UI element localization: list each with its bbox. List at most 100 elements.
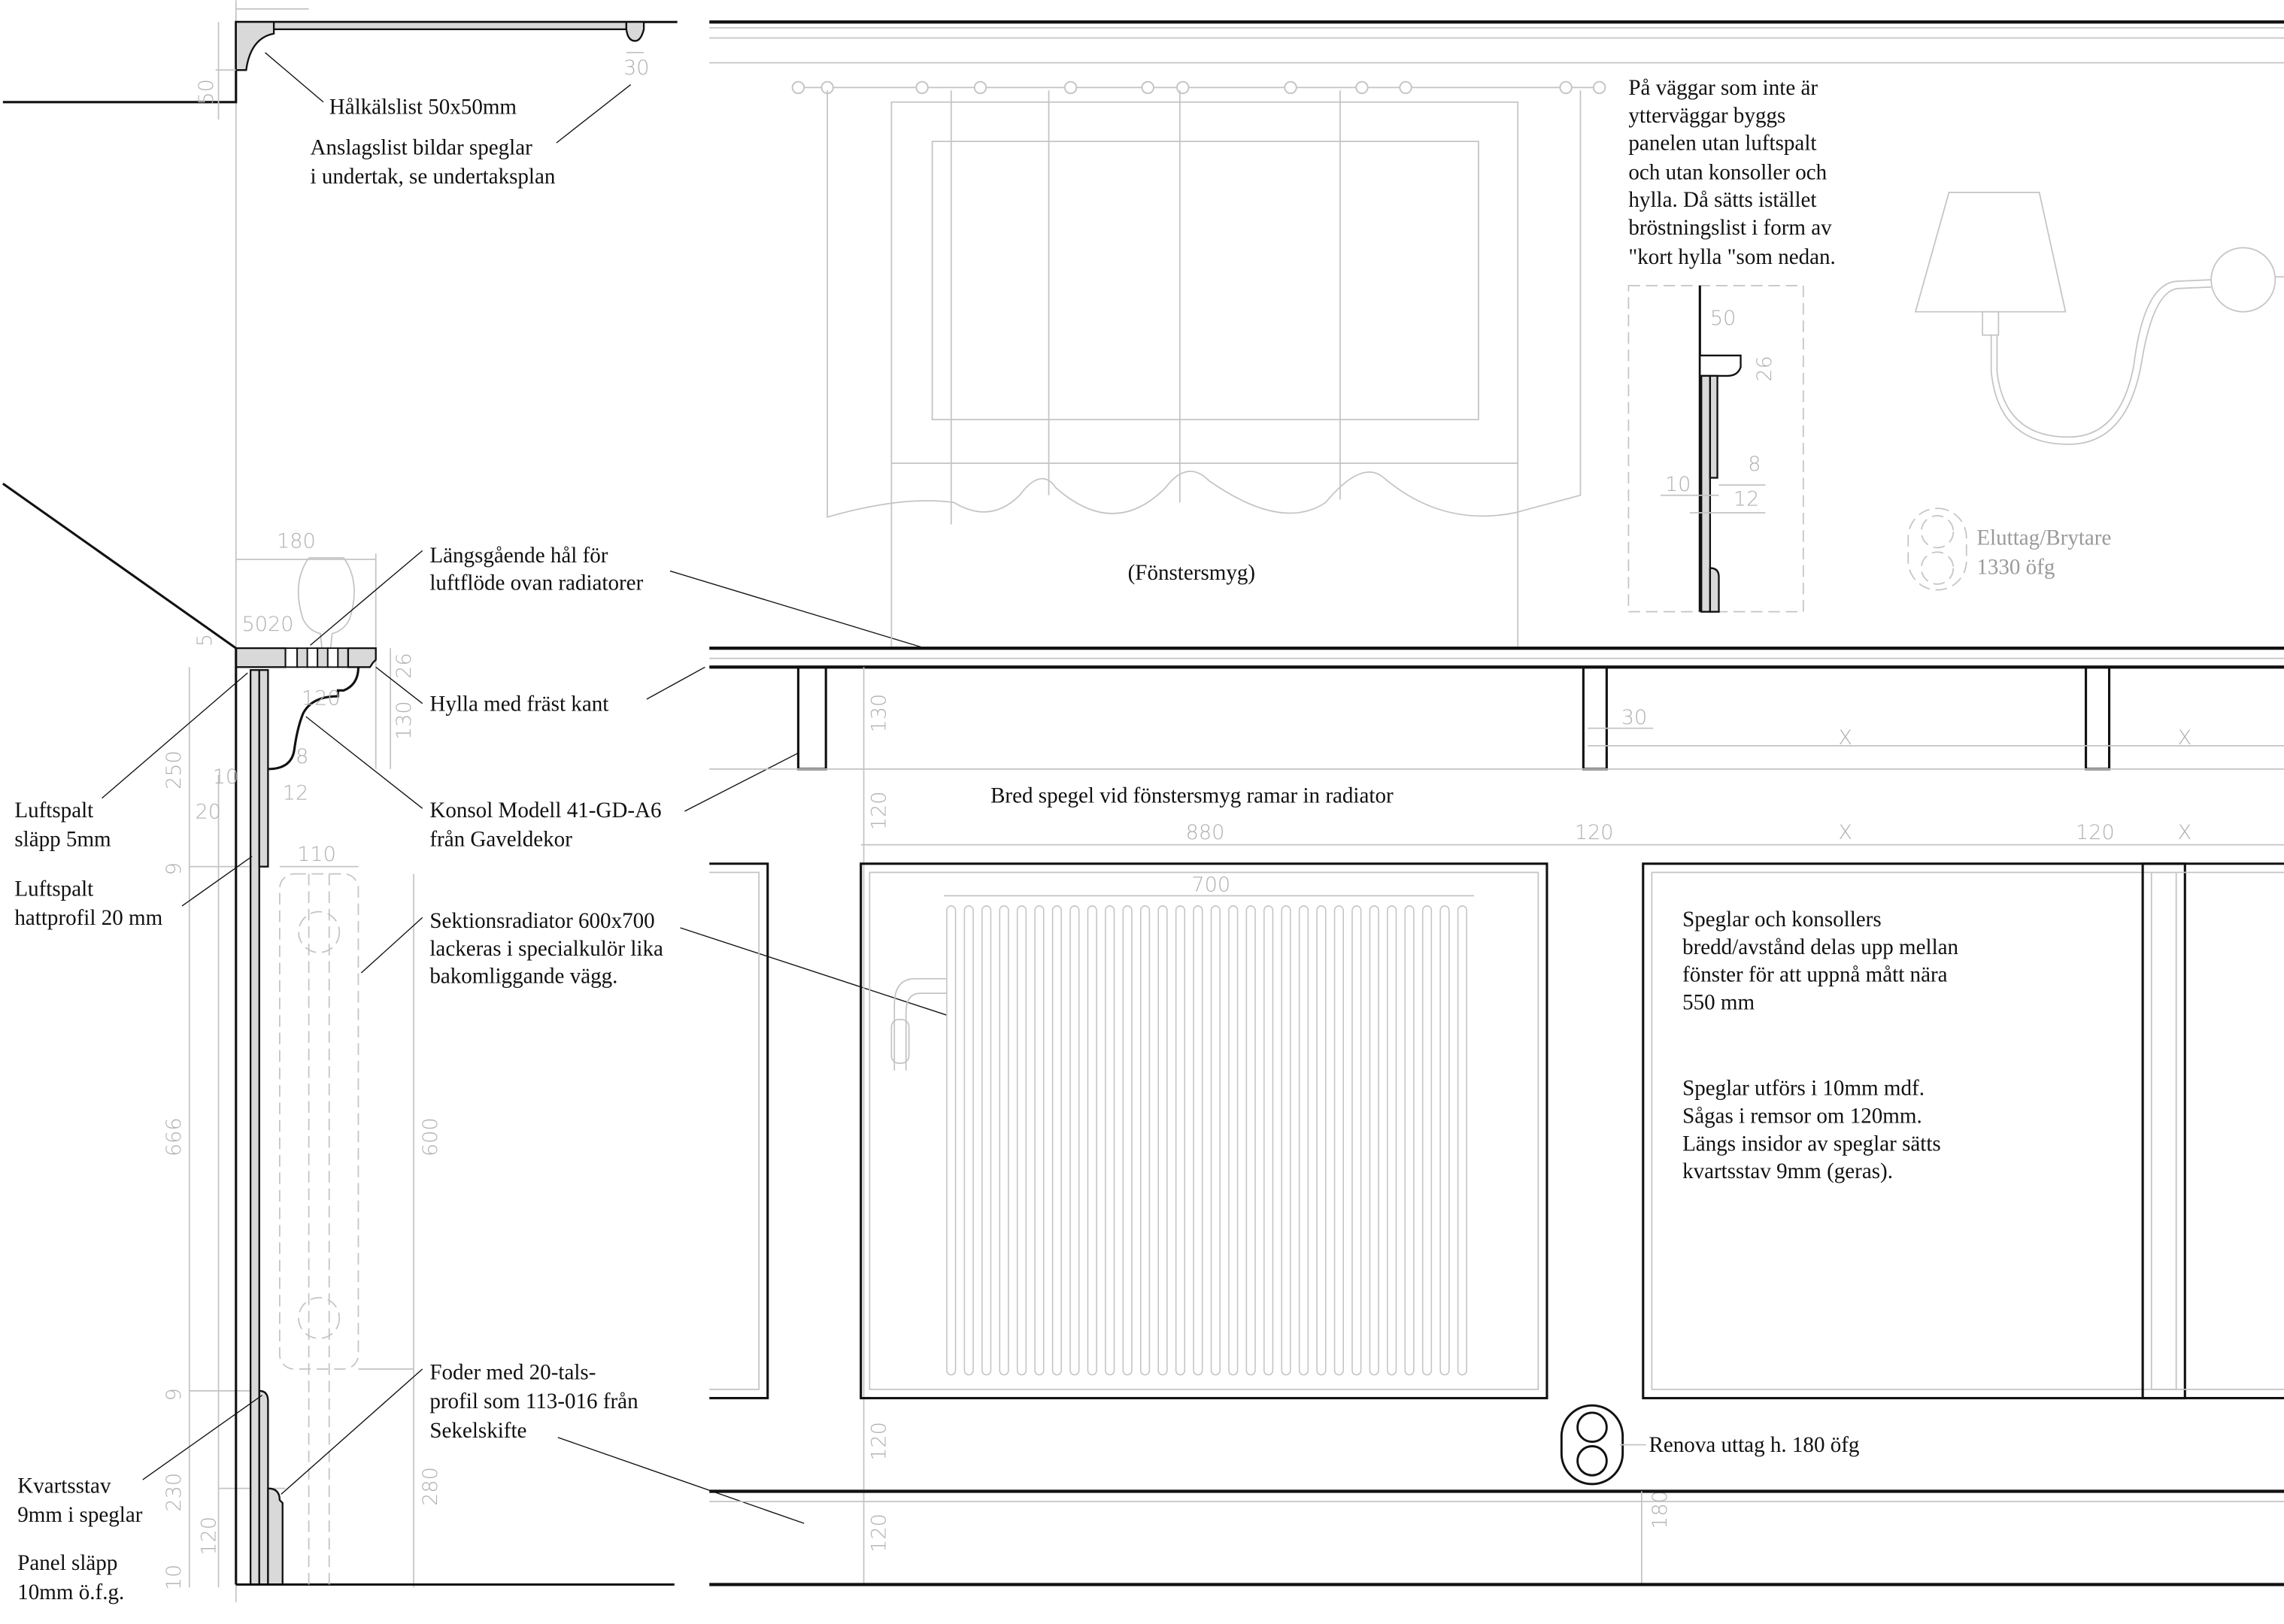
note-speglar-4: 550 mm	[1682, 990, 1755, 1014]
note-speglar-3: fönster för att uppnå mått nära	[1682, 963, 1948, 987]
dim-26: 26	[393, 653, 416, 679]
panel	[1642, 862, 2186, 1400]
dim-12: 12	[1733, 487, 1760, 511]
radiator-tube	[1157, 905, 1168, 1376]
radiator-tube	[1069, 905, 1080, 1376]
curtain-ring	[1592, 80, 1606, 95]
label-foder-1: Foder med 20-tals-	[429, 1360, 596, 1384]
dim-230: 230	[162, 1473, 186, 1512]
console	[2085, 665, 2111, 771]
note-inner-3: panelen utan luftspalt	[1628, 132, 1816, 156]
radiator-tube	[1369, 905, 1379, 1376]
mirror-panels	[709, 862, 2284, 1400]
label-foder-2: profil som 113-016 från	[429, 1389, 638, 1413]
ceiling-board	[272, 21, 628, 31]
dim-250: 250	[162, 750, 186, 789]
dim-880: 880	[1186, 821, 1225, 844]
wall-section: 180 5020 5 26 120 130 8 10 12 20 250 9 1…	[2, 482, 948, 1604]
note-speglar-2: bredd/avstånd delas upp mellan	[1682, 935, 1958, 959]
panel	[860, 862, 1548, 1400]
curtain-ring	[1063, 80, 1078, 95]
radiator-tube	[981, 905, 992, 1376]
label-luftspalt-hatt-1: Luftspalt	[14, 877, 93, 901]
dim-20: 20	[196, 801, 222, 824]
label-eluttag: Eluttag/Brytare	[1976, 526, 2111, 550]
inner-wall-detail: På väggar som inte är ytterväggar byggs …	[1627, 76, 1836, 613]
dim-10: 10	[213, 765, 239, 789]
curtain-ring	[1559, 80, 1573, 95]
radiator-tube	[1122, 905, 1133, 1376]
radiator-tube	[1281, 905, 1291, 1376]
note-inner-7: "kort hylla "som nedan.	[1628, 245, 1835, 269]
ceiling-detail: 50 30 Hålkälslist 50x50mm Anslagslist bi…	[2, 0, 678, 1602]
dim-120: 120	[1575, 821, 1614, 844]
radiator-tube	[999, 905, 1009, 1376]
wine-glass-icon	[297, 557, 355, 649]
radiator-tube	[1263, 905, 1274, 1376]
radiator-section	[279, 873, 359, 1370]
note-inner-5: hylla. Då sätts istället	[1628, 188, 1816, 212]
curtain-ring	[1141, 80, 1154, 95]
curtain-ring	[1399, 80, 1412, 95]
curtain-ring	[1176, 80, 1190, 95]
label-eluttag-height: 1330 öfg	[1976, 555, 2055, 579]
label-radiator-1: Sektionsradiator 600x700	[429, 909, 654, 933]
label-halkalslist: Hålkälslist 50x50mm	[329, 95, 517, 119]
curtain-rings	[791, 80, 1606, 95]
dim-180: 180	[1649, 1490, 1672, 1529]
radiator-tube	[1210, 905, 1221, 1376]
eluttag-brytare-icon	[1907, 508, 1967, 591]
label-renova: Renova uttag h. 180 öfg	[1649, 1433, 1860, 1457]
label-langsgaende-1: Längsgående hål för	[429, 544, 608, 568]
note-inner-1: På väggar som inte är	[1628, 76, 1818, 100]
dim-130: 130	[868, 694, 891, 733]
dim-700: 700	[1191, 874, 1230, 897]
dim-120: 120	[2076, 821, 2115, 844]
wall-elevation: (Fönstersmyg) 130 30 X X 120 880 120 X 1…	[709, 20, 2284, 1586]
label-panel-1: Panel släpp	[17, 1551, 117, 1575]
shelf-back	[235, 647, 287, 668]
window-sill-line	[2, 482, 237, 650]
panel-board	[249, 668, 260, 1586]
curtain-ring	[1284, 80, 1297, 95]
dim-666: 666	[162, 1117, 186, 1156]
note-inner-4: och utan konsoller och	[1628, 160, 1827, 184]
kvartsstav	[258, 1389, 269, 1586]
label-luftspalt-hatt-2: hattprofil 20 mm	[14, 906, 162, 930]
radiator-tube	[1404, 905, 1415, 1376]
radiator-tube	[1087, 905, 1097, 1376]
dim-30: 30	[1621, 706, 1647, 729]
console	[796, 665, 827, 771]
label-luftspalt-slapp-2: släpp 5mm	[14, 828, 111, 852]
radiator-tube	[1016, 905, 1027, 1376]
radiator-tube	[1298, 905, 1309, 1376]
label-kvartsstav-2: 9mm i speglar	[17, 1503, 143, 1527]
dim-120b: 120	[198, 1516, 221, 1556]
dim-26: 26	[1753, 356, 1776, 381]
brostningslist-profile	[1699, 354, 1742, 377]
radiator-tube	[946, 905, 957, 1376]
note-speglar-1: Speglar och konsollers	[1682, 907, 1882, 932]
dim-130: 130	[393, 701, 416, 740]
label-langsgaende-2: luftflöde ovan radiatorer	[429, 571, 643, 595]
label-hylla: Hylla med fräst kant	[429, 692, 608, 716]
dim-280: 280	[419, 1467, 442, 1506]
label-panel-2: 10mm ö.f.g.	[17, 1580, 124, 1604]
radiator-tube	[1245, 905, 1256, 1376]
dim-120: 120	[868, 1513, 891, 1553]
radiator-tube	[1175, 905, 1186, 1376]
dim-10: 10	[1665, 473, 1691, 496]
note-inner-6: bröstningslist i form av	[1628, 216, 1832, 240]
dim-120: 120	[868, 791, 891, 830]
label-radiator-3: bakomliggande vägg.	[429, 965, 617, 989]
radiator-tube	[1387, 905, 1397, 1376]
radiator-tube	[1105, 905, 1115, 1376]
wall-lamp-icon	[1914, 191, 2284, 445]
radiator-tube	[1228, 905, 1239, 1376]
note-inner-2: ytterväggar byggs	[1628, 104, 1785, 128]
label-fonstersmyg: (Fönstersmyg)	[1128, 561, 1255, 585]
dim-9: 9	[162, 862, 186, 875]
radiator-tube	[1316, 905, 1327, 1376]
radiator-tube	[1351, 905, 1362, 1376]
label-konsol-2: från Gaveldekor	[429, 828, 572, 852]
